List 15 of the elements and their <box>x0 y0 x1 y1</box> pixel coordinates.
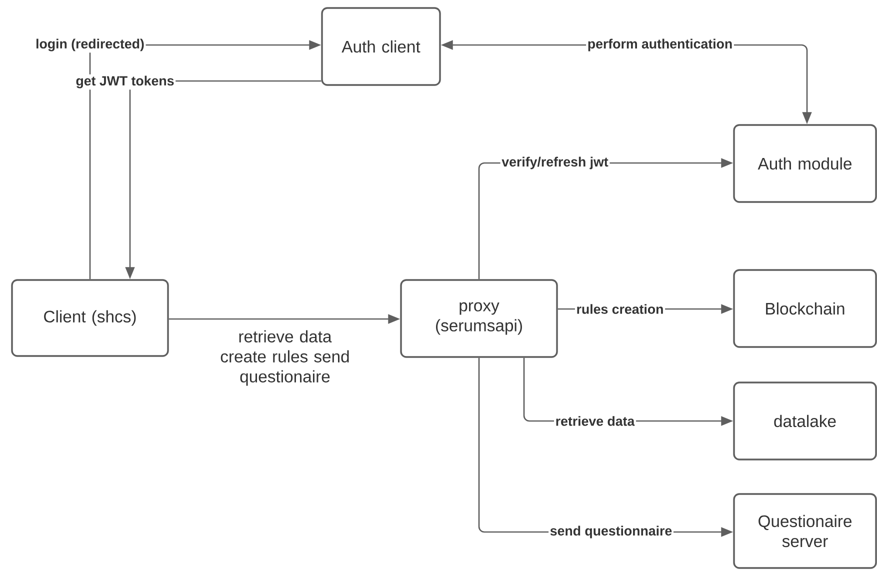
edge-label: retrieve data <box>554 414 636 428</box>
process-box: Blockchain <box>733 269 877 348</box>
process-box: proxy (serumsapi) <box>400 279 558 358</box>
process-box: datalake <box>733 382 877 460</box>
edge-label: rules creation <box>574 302 666 316</box>
edge-label: get JWT tokens <box>74 74 176 90</box>
edge-label: login (redirected) <box>34 37 146 53</box>
process-box: Client (shcs) <box>11 279 169 357</box>
edge-label: send questionnaire <box>548 524 674 540</box>
edge-label: verify/refresh jwt <box>500 155 610 171</box>
process-box: Auth client <box>321 7 441 86</box>
process-box: Auth module <box>733 124 877 203</box>
edge-label: perform authentication <box>586 37 734 53</box>
edge-label: retrieve data create rules send questionaire <box>220 330 349 386</box>
process-box: Questionaire server <box>733 493 877 569</box>
